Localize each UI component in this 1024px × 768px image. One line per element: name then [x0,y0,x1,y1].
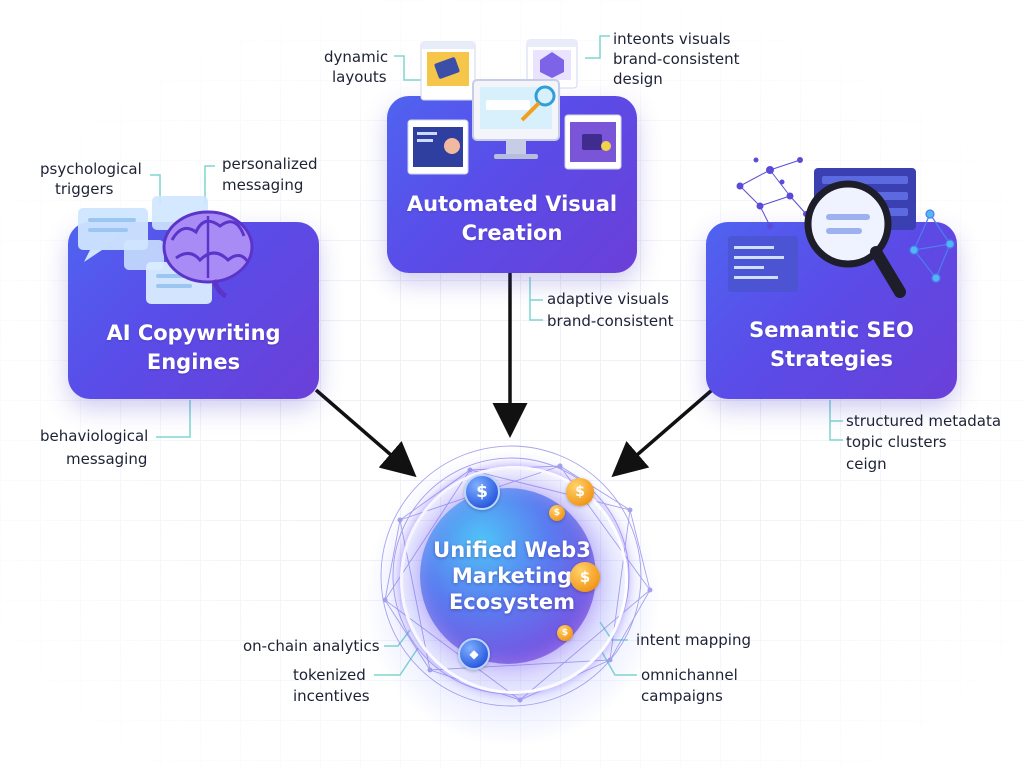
crypto-coin-icon: $ [557,625,573,641]
ecosystem-title-line1: Unified Web3 [433,538,591,562]
ai-copywriting-title-line2: Engines [146,350,241,374]
ecosystem-title: Unified Web3 Marketing Ecosystem [402,537,622,615]
label-psychological: psychological [40,160,142,178]
label-brand-consistent-top: brand-consistent [613,50,740,68]
automated-visual-title-line2: Creation [461,221,563,245]
semantic-seo-title-line1: Semantic SEO [749,318,914,342]
label-intent-mapping: intent mapping [636,631,751,649]
label-triggers: triggers [55,180,114,198]
label-dynamic: dynamic [324,48,389,66]
automated-visual-creation-title: Automated Visual Creation [387,190,637,248]
ecosystem-title-line2: Marketing [451,564,573,588]
crypto-coin-icon: ◆ [458,638,490,670]
label-inteonts-visuals: inteonts visuals [613,30,731,48]
ai-copywriting-title-line1: AI Copywriting [106,321,281,345]
automated-visual-title-line1: Automated Visual [406,192,618,216]
label-tokenized: tokenized [293,666,366,684]
crypto-coin-icon: $ [549,505,565,521]
label-structured-metadata: structured metadata [846,412,1002,430]
crypto-coin-icon: $ [566,478,594,506]
label-omnichannel: omnichannel [641,666,738,684]
crypto-coin-icon: $ [570,562,600,592]
label-design: design [613,70,663,88]
ecosystem-ring [400,466,628,694]
label-layouts: layouts [332,68,387,86]
label-on-chain-analytics: on-chain analytics [243,637,380,655]
semantic-seo-title-line2: Strategies [770,347,893,371]
label-adaptive-visuals: adaptive visuals [547,290,669,308]
label-campaigns: campaigns [641,687,723,705]
label-messaging: messaging [222,176,304,194]
arrow-right-to-ecosystem [611,388,714,478]
label-behaviological: behaviological [40,427,149,445]
crypto-coin-icon: $ [464,474,500,510]
semantic-seo-title: Semantic SEO Strategies [706,316,957,374]
label-personalized: personalized [222,155,318,173]
label-ceign: ceign [846,455,887,473]
ecosystem-title-line3: Ecosystem [448,590,576,614]
label-topic-clusters: topic clusters [846,433,947,451]
label-incentives: incentives [293,687,370,705]
arrow-left-to-ecosystem [314,388,417,478]
label-brand-consistent-mid: brand-consistent [547,312,674,330]
ai-copywriting-title: AI Copywriting Engines [68,319,319,377]
label-messaging-2: messaging [66,450,148,468]
